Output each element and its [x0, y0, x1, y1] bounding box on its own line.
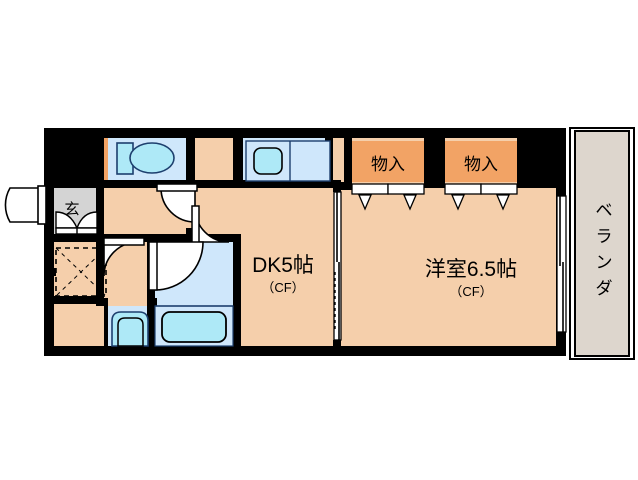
bath-door-panel	[148, 241, 158, 291]
closet-right-fill	[445, 141, 517, 182]
closet-fills	[352, 141, 517, 182]
closet-left-arrow-2	[403, 194, 417, 211]
bathtub-fixture	[154, 305, 234, 347]
wall-room-divider-top	[333, 180, 341, 192]
wall-washer-left	[44, 268, 56, 276]
wall-washer-bottom	[44, 296, 104, 304]
balcony-window-track	[556, 195, 567, 333]
wall-closet-right-side	[517, 132, 556, 188]
kitchen-sink-fixture	[245, 140, 331, 182]
wall-closet-mid	[424, 132, 445, 188]
wall-washroom-left-lower	[96, 268, 104, 304]
balcony-sliding-window	[556, 195, 567, 333]
closet-right-arrow-1	[451, 194, 465, 211]
closet-right-label: 物入	[464, 155, 498, 174]
wall-window-top-stub	[556, 188, 566, 196]
wall-closet-left-side	[344, 132, 352, 188]
closet-right-sliding-doors	[444, 183, 518, 211]
balcony-label: ベ ラ ン ダ	[596, 201, 613, 298]
closet-left-leaf-1	[351, 183, 389, 195]
wall-basin-right	[151, 298, 157, 346]
closet-right-arrow-2	[496, 194, 510, 211]
toilet-door-panel	[156, 183, 198, 192]
washing-machine-space	[55, 247, 107, 297]
wall-kitchen-left	[233, 128, 243, 188]
closet-left-fill	[352, 141, 424, 182]
wall-toilet-left	[96, 128, 104, 188]
wall-genkan-bottom	[44, 234, 102, 242]
wall-washroom-left-upper	[96, 242, 104, 272]
dk-room-label: DK5帖	[252, 254, 314, 277]
closet-right-leaf-1	[444, 183, 482, 195]
bath-door-swing	[154, 241, 204, 291]
balcony-label-char-1: ラ	[596, 227, 613, 246]
toilet-fixture	[116, 142, 175, 175]
wall-kitchen-bottom	[195, 180, 333, 188]
closet-left-arrow-1	[358, 194, 372, 211]
bathtub-basin	[161, 311, 227, 343]
wall-room-divider-bottom	[333, 340, 341, 356]
wall-genkan-left-upper	[44, 188, 52, 198]
wall-genkan-top-left	[44, 180, 54, 188]
toilet-door	[156, 183, 198, 223]
western-room-label: 洋室6.5帖	[425, 258, 517, 281]
wall-top	[44, 128, 566, 138]
closet-left-leaf-2	[387, 183, 425, 195]
closet-right-leaf-2	[480, 183, 518, 195]
western-room-sublabel: （CF）	[449, 284, 492, 299]
balcony-outline	[569, 127, 635, 360]
wall-genkan-left-lower	[44, 228, 52, 242]
bath-door	[148, 241, 204, 291]
wall-basin-left	[104, 298, 108, 346]
entrance-door-panel	[37, 185, 47, 225]
balcony-label-char-0: ベ	[596, 201, 613, 220]
washer-space-outline	[55, 247, 107, 297]
dk-room-sliding-door	[333, 191, 342, 341]
closet-left-sliding-doors	[351, 183, 425, 211]
wash-basin-fixture	[111, 311, 149, 347]
toilet-bowl	[129, 142, 175, 174]
wall-closet-left-foot	[341, 182, 352, 190]
sink-basin	[253, 147, 283, 175]
washroom-door-panel	[103, 237, 145, 246]
washer-space-diagonal-2	[55, 247, 107, 297]
entrance-door-swing	[4, 187, 45, 223]
wash-basin-inner	[117, 317, 144, 347]
wall-shaft-block	[44, 128, 96, 188]
wall-window-bottom-stub	[556, 332, 566, 356]
dk-hall-door-panel	[191, 205, 200, 245]
closet-left-label: 物入	[371, 155, 405, 174]
balcony-area	[569, 127, 635, 360]
wall-bottom	[44, 346, 566, 356]
wall-toilet-right	[186, 128, 195, 188]
wall-genkan-right	[96, 188, 104, 242]
balcony-label-char-2: ン	[596, 253, 613, 272]
washroom-door	[103, 237, 145, 277]
wall-toilet-bottom	[96, 180, 195, 188]
entrance-door	[4, 185, 47, 225]
wall-bath-right	[233, 234, 241, 346]
genkan-label: 玄	[64, 201, 79, 218]
balcony-label-char-3: ダ	[596, 279, 613, 298]
dk-room-sublabel: （CF）	[261, 280, 304, 295]
shoe-box-fixture: 玄	[55, 201, 98, 235]
balcony-fill	[574, 130, 630, 357]
